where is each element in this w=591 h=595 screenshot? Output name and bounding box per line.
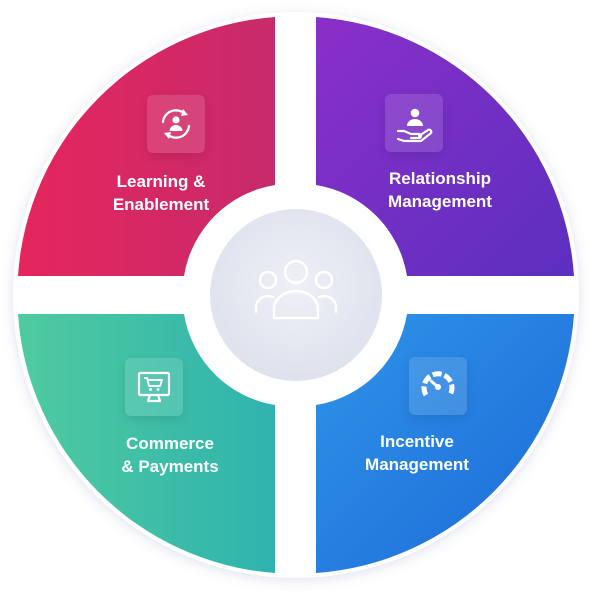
learning-icon-box [147, 95, 205, 153]
hand-person-icon [396, 108, 433, 143]
label-line: Management [365, 455, 469, 474]
label-line: Relationship [388, 169, 492, 188]
label-line: Incentive [380, 432, 454, 451]
segment-label-learning: Learning & Enablement [113, 170, 209, 216]
relationship-icon-box [385, 94, 443, 152]
segment-relationship[interactable] [316, 17, 574, 276]
label-line: Enablement [112, 195, 210, 214]
incentive-icon-box [409, 357, 467, 415]
cart-monitor-icon [137, 371, 171, 403]
segment-label-relationship: Relationship Management [388, 167, 492, 213]
segment-learning[interactable] [18, 17, 275, 276]
person-refresh-icon [161, 109, 191, 139]
gauge-icon [421, 371, 455, 397]
center-disc [210, 209, 382, 381]
segment-incentive[interactable] [316, 314, 574, 573]
label-line: Commerce [126, 434, 214, 453]
label-line: Management [388, 192, 492, 211]
label-line: & Payments [121, 457, 219, 476]
people-group-icon [254, 259, 338, 320]
segment-label-commerce: Commerce & Payments [121, 432, 218, 478]
label-line: Learning & [116, 172, 206, 191]
segment-label-incentive: Incentive Management [365, 430, 469, 476]
commerce-icon-box [125, 358, 183, 416]
segment-commerce[interactable] [18, 314, 275, 573]
